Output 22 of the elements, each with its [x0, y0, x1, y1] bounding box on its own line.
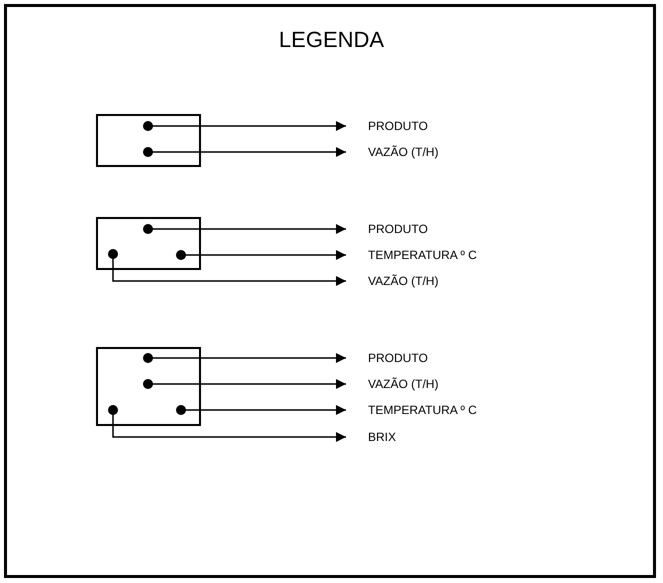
arrow: [143, 121, 346, 131]
legend-label: VAZÃO (T/H): [346, 376, 438, 392]
arrow: [108, 249, 346, 286]
legend-title: LEGENDA: [278, 26, 386, 54]
legend-label: PRODUTO: [346, 118, 428, 134]
legend-label: TEMPERATURA º C: [346, 402, 477, 418]
sensor-box: [96, 217, 201, 270]
legend-label: VAZÃO (T/H): [346, 273, 438, 289]
arrow: [143, 379, 346, 389]
arrow: [108, 405, 346, 442]
arrow: [176, 250, 346, 260]
arrow: [143, 224, 346, 234]
arrow: [176, 405, 346, 415]
legend-label: TEMPERATURA º C: [346, 247, 477, 263]
legend-label: VAZÃO (T/H): [346, 144, 438, 160]
arrow: [143, 147, 346, 157]
sensor-box: [96, 114, 201, 167]
arrow: [143, 353, 346, 363]
sensor-box: [96, 347, 201, 426]
legend-label: PRODUTO: [346, 221, 428, 237]
legend-label: PRODUTO: [346, 350, 428, 366]
legend-label: BRIX: [346, 429, 396, 445]
